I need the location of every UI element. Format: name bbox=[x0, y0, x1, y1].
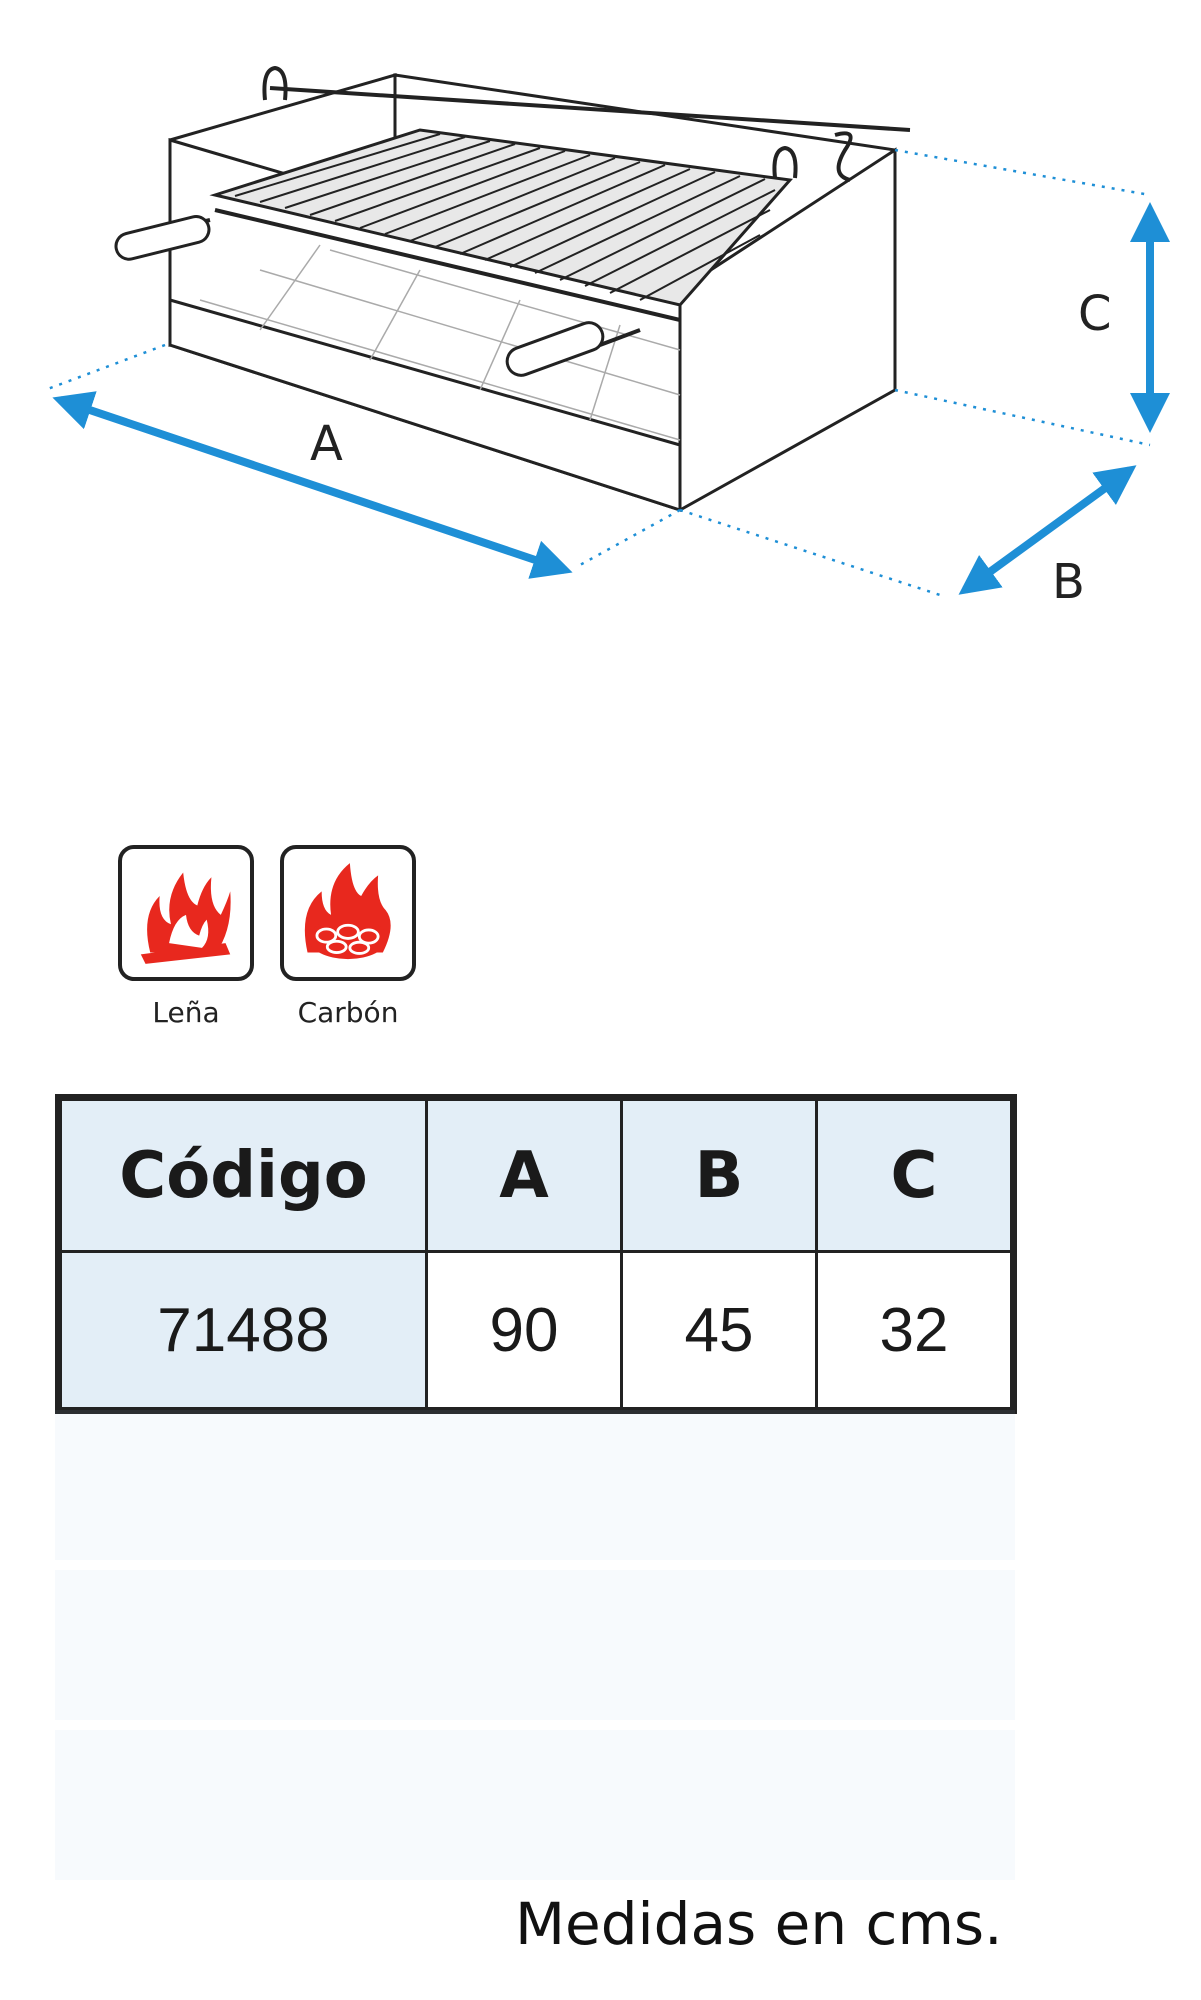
column-header-code: Código bbox=[57, 1096, 428, 1253]
dimension-b-label: B bbox=[1052, 554, 1085, 610]
cell-a: 90 bbox=[425, 1250, 623, 1412]
faded-row bbox=[55, 1570, 1015, 1720]
dimension-c-label: C bbox=[1078, 286, 1112, 342]
column-header-b: B bbox=[620, 1096, 818, 1253]
units-note: Medidas en cms. bbox=[515, 1890, 1003, 1958]
dimension-a-label: A bbox=[310, 416, 343, 472]
fuel-label-charcoal: Carbón bbox=[297, 996, 399, 1029]
charcoal-flame-icon bbox=[280, 845, 416, 981]
table-header-row: Código A B C bbox=[57, 1096, 1015, 1253]
grill-box bbox=[168, 73, 897, 513]
column-header-a: A bbox=[425, 1096, 623, 1253]
fuel-label-firewood: Leña bbox=[152, 996, 220, 1029]
faded-row bbox=[55, 1730, 1015, 1880]
barbecue-diagram: A B C bbox=[44, 65, 1170, 610]
spit-rod bbox=[262, 65, 911, 182]
dimension-guides bbox=[44, 148, 1151, 597]
faded-row bbox=[55, 1410, 1015, 1560]
dimension-a-arrow bbox=[52, 391, 573, 579]
dimension-arrows bbox=[52, 202, 1170, 595]
floor-tiles bbox=[199, 244, 681, 441]
cell-code: 71488 bbox=[57, 1250, 428, 1412]
cell-c: 32 bbox=[815, 1250, 1015, 1412]
column-header-c: C bbox=[815, 1096, 1015, 1253]
grill-handles bbox=[114, 215, 641, 377]
dimension-b-arrow bbox=[958, 465, 1137, 595]
spec-table: Código A B C 71488 90 45 32 bbox=[55, 1094, 1017, 1414]
grill-grate bbox=[209, 128, 793, 322]
table-row: 71488 90 45 32 bbox=[57, 1250, 1015, 1412]
firewood-flame-icon bbox=[118, 845, 254, 981]
cell-b: 45 bbox=[620, 1250, 818, 1412]
